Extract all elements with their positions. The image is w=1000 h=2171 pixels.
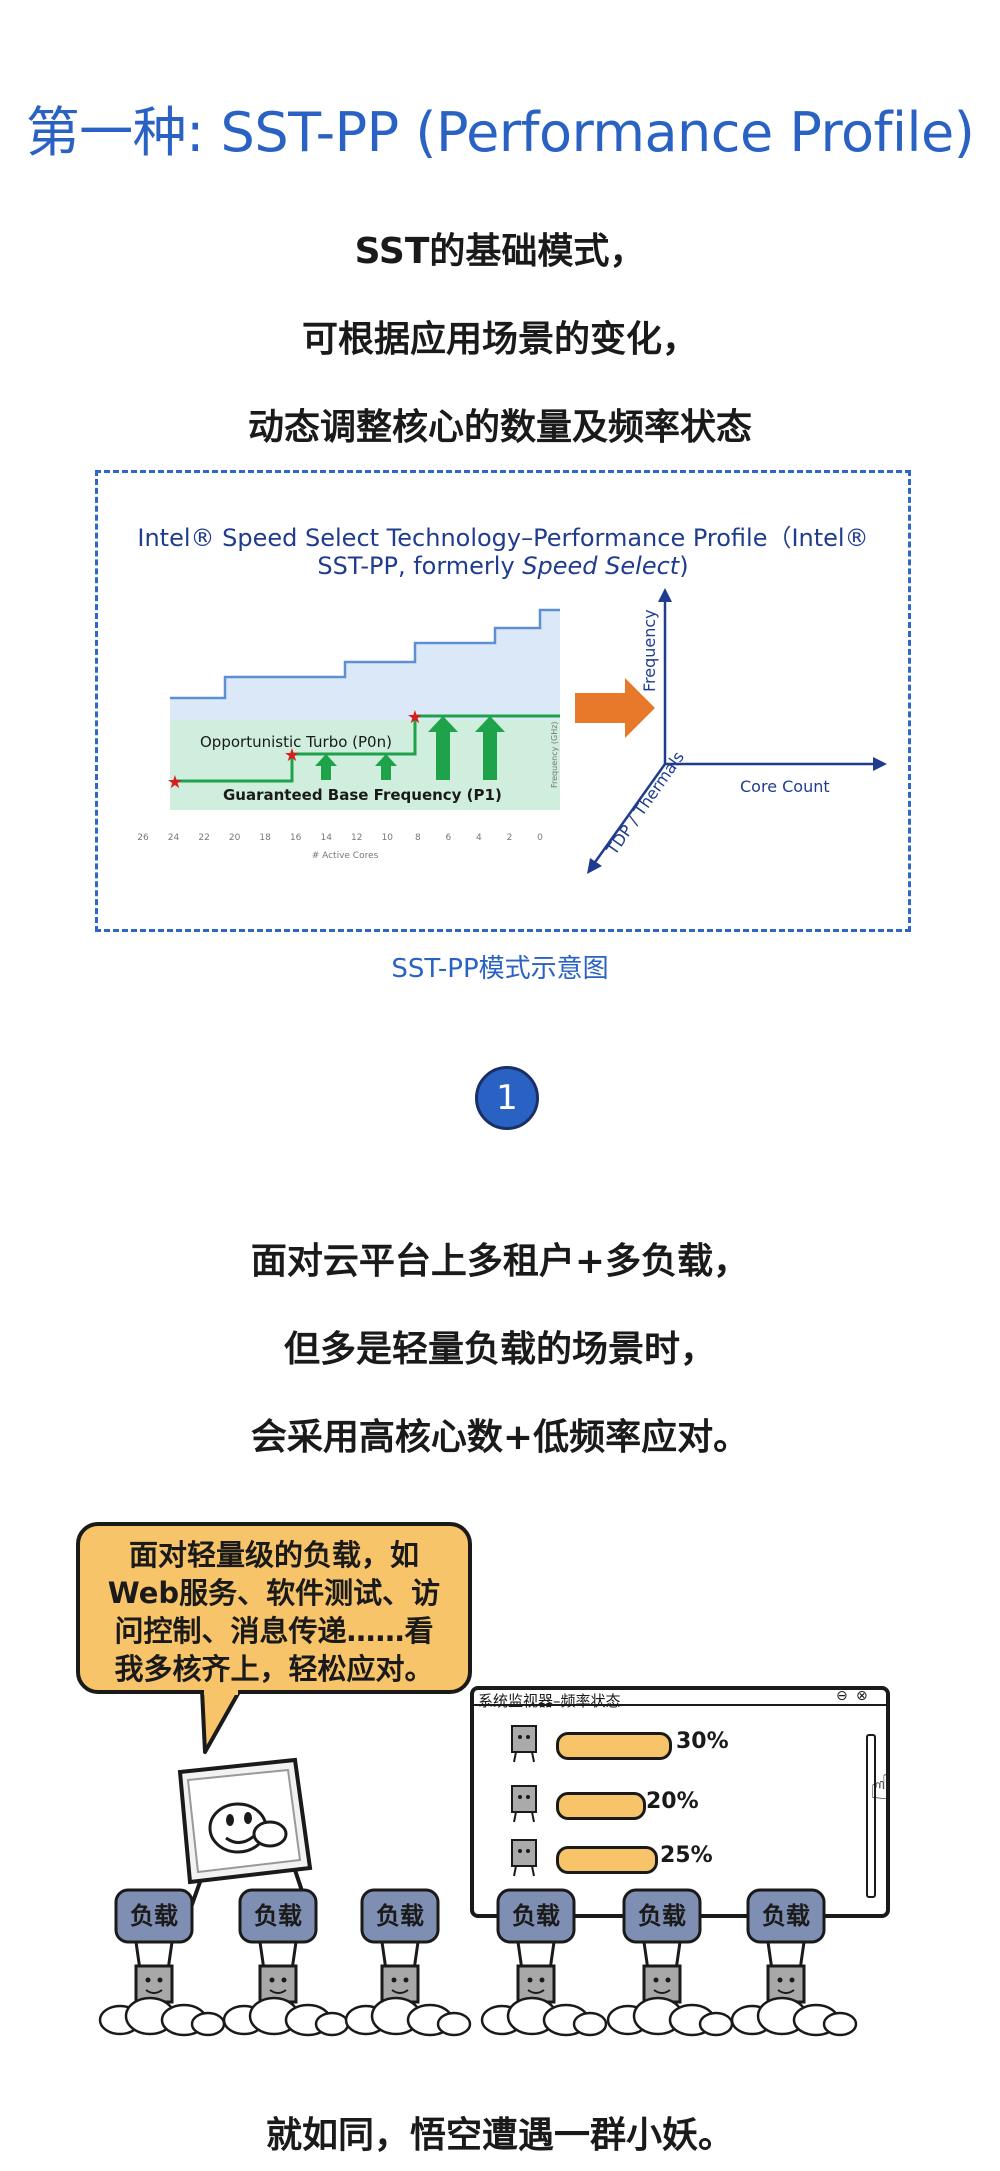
figure-title-suffix: ) <box>679 552 689 580</box>
frequency-percent: 20% <box>646 1789 699 1814</box>
load-character: 负载 <box>342 1888 472 2038</box>
chip-character <box>177 1757 313 1911</box>
x-tick-label: 26 <box>137 833 149 843</box>
frequency-bar <box>556 1846 658 1874</box>
chip-mini-icon <box>511 1725 537 1763</box>
bubble-line-3: 问控制、消息传递……看 <box>114 1614 434 1648</box>
axis-core-count-label: Core Count <box>740 777 830 796</box>
axis-frequency-label: Frequency <box>640 609 659 692</box>
x-axis-label: # Active Cores <box>312 851 379 861</box>
figure-caption: SST-PP模式示意图 <box>391 954 609 984</box>
figure-title-prefix: SST-PP, formerly <box>317 552 523 580</box>
x-tick-label: 12 <box>351 833 362 843</box>
x-tick-label: 0 <box>537 833 543 843</box>
monitor-row <box>506 1722 542 1768</box>
x-tick-label: 6 <box>446 833 452 843</box>
figure-title-line-2: SST-PP, formerly Speed Select) <box>95 552 911 580</box>
frequency-chart: ★ ★ ★ Opportunistic Turbo (P0n) Guarante… <box>137 608 560 861</box>
orange-right-arrow-icon <box>575 678 655 738</box>
body-line-2: 但多是轻量负载的场景时， <box>283 1329 716 1370</box>
load-figure <box>730 1888 858 2037</box>
base-label: Guaranteed Base Frequency (P1) <box>223 786 502 804</box>
load-figure <box>98 1888 226 2037</box>
load-character: 负载 <box>478 1888 608 2038</box>
turbo-label: Opportunistic Turbo (P0n) <box>200 733 392 751</box>
star-icon: ★ <box>407 707 423 728</box>
minimize-icon[interactable]: ⊖ <box>836 1688 848 1704</box>
star-icon: ★ <box>284 745 300 766</box>
frequency-bar <box>556 1732 672 1760</box>
load-label: 负载 <box>762 1902 810 1930</box>
x-tick-label: 20 <box>229 833 241 843</box>
monitor-titlebar-divider <box>474 1704 886 1706</box>
body-line-3: 会采用高核心数+低频率应对。 <box>250 1417 750 1458</box>
x-tick-label: 14 <box>321 833 333 843</box>
bubble-line-4: 我多核齐上，轻松应对。 <box>114 1652 434 1686</box>
chip-mini-icon <box>511 1839 537 1877</box>
y-axis-label: Frequency (GHz) <box>550 721 559 788</box>
up-arrow-icons <box>315 716 505 780</box>
bubble-line-1: 面对轻量级的负载，如 <box>128 1538 419 1572</box>
step-number-badge: 1 <box>475 1066 539 1130</box>
x-tick-label: 24 <box>168 833 180 843</box>
load-figure <box>344 1888 472 2037</box>
star-icon: ★ <box>167 772 183 793</box>
load-character: 负载 <box>220 1888 350 2038</box>
monitor-row <box>506 1836 542 1882</box>
load-label: 负载 <box>254 1902 302 1930</box>
load-label: 负载 <box>638 1902 686 1930</box>
x-tick-label: 2 <box>507 833 513 843</box>
figure-title-line-1: Intel® Speed Select Technology–Performan… <box>137 524 869 552</box>
chip-mini-icon <box>511 1785 537 1823</box>
sst-pp-diagram: ★ ★ ★ Opportunistic Turbo (P0n) Guarante… <box>137 588 887 874</box>
monitor-title: 系统监视器–频率状态 <box>478 1692 621 1710</box>
x-tick-label: 18 <box>259 833 271 843</box>
x-tick-label: 22 <box>198 833 209 843</box>
load-label: 负载 <box>130 1902 178 1930</box>
x-tick-label: 4 <box>476 833 482 843</box>
figure-title-italic: Speed Select <box>522 552 680 580</box>
frequency-bar <box>556 1792 646 1820</box>
speech-bubble: 面对轻量级的负载，如 Web服务、软件测试、访 问控制、消息传递……看 我多核齐… <box>76 1522 472 1694</box>
load-character: 负载 <box>728 1888 858 2038</box>
intro-line-1: SST的基础模式， <box>354 231 646 272</box>
closing-line: 就如同，悟空遭遇一群小妖。 <box>265 2115 734 2156</box>
axis-tdp-label: TDP / Thermals <box>602 748 688 859</box>
frequency-percent: 25% <box>660 1843 713 1868</box>
load-label: 负载 <box>376 1902 424 1930</box>
frequency-percent: 30% <box>676 1729 729 1754</box>
close-icon[interactable]: ⊗ <box>856 1688 868 1704</box>
x-tick-label: 8 <box>415 833 421 843</box>
intro-line-2: 可根据应用场景的变化， <box>301 319 698 360</box>
monitor-scrollbar[interactable] <box>866 1734 876 1898</box>
intro-line-3: 动态调整核心的数量及频率状态 <box>247 407 752 448</box>
x-tick-label: 16 <box>290 833 302 843</box>
load-figure <box>222 1888 350 2037</box>
speech-bubble-tail <box>200 1690 242 1754</box>
hand-cursor-icon: ☝ <box>870 1768 891 1808</box>
load-character: 负载 <box>96 1888 226 2038</box>
monitor-row <box>506 1782 542 1828</box>
page-title: 第一种: SST-PP (Performance Profile) <box>25 101 975 164</box>
3d-axes <box>587 588 887 874</box>
body-line-1: 面对云平台上多租户+多负载， <box>250 1241 750 1282</box>
load-character: 负载 <box>604 1888 734 2038</box>
load-figure <box>606 1888 734 2037</box>
load-label: 负载 <box>512 1902 560 1930</box>
x-tick-label: 10 <box>382 833 394 843</box>
bubble-line-2: Web服务、软件测试、访 <box>107 1576 441 1610</box>
load-figure <box>480 1888 608 2037</box>
system-monitor-window <box>470 1686 890 1918</box>
